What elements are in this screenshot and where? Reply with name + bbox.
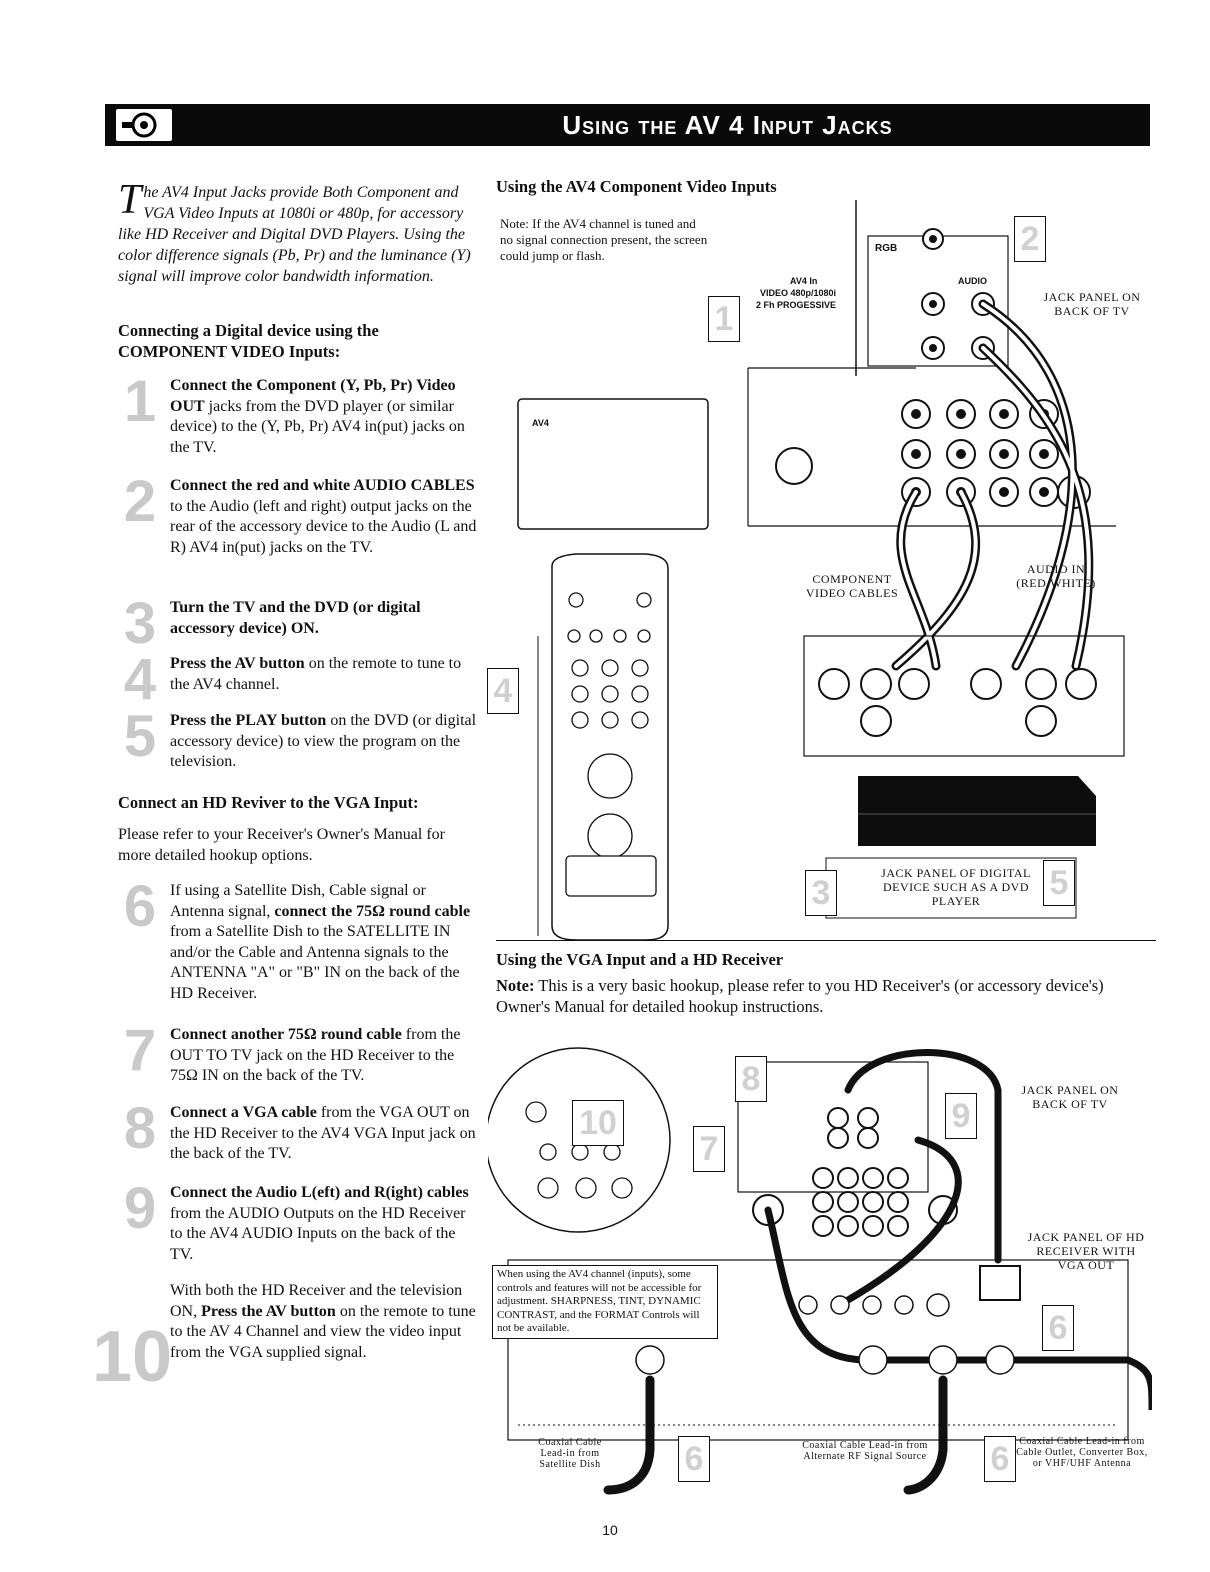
screen-av4-label: AV4 <box>532 418 549 428</box>
intro-dropcap: T <box>118 177 142 223</box>
jack-panel-tv-label-2: JACK PANEL ON BACK OF TV <box>1021 1083 1119 1111</box>
section-divider <box>496 940 1156 941</box>
step-text: Connect another 75Ω round cable from the… <box>170 1026 461 1084</box>
step-9: 9 Connect the Audio L(eft) and R(ight) c… <box>118 1179 480 1267</box>
callout-2: 2 <box>1014 216 1046 262</box>
vga-hookup-diagram <box>488 1047 1152 1495</box>
component-cables-label: COMPONENT VIDEO CABLES <box>805 572 899 600</box>
step-number: 1 <box>123 369 157 434</box>
step-number: 7 <box>123 1018 157 1083</box>
step-8: 8 Connect a VGA cable from the VGA OUT o… <box>118 1099 480 1167</box>
step-text: Connect a VGA cable from the VGA OUT on … <box>170 1104 476 1162</box>
step-number: 9 <box>123 1176 157 1241</box>
vga-heading: Connect an HD Reviver to the VGA Input: <box>118 793 419 812</box>
intro-text: he AV4 Input Jacks provide Both Componen… <box>118 184 471 285</box>
component-hookup-diagram <box>517 200 1125 940</box>
step-1: 1 Connect the Component (Y, Pb, Pr) Vide… <box>118 372 480 456</box>
callout-9: 9 <box>945 1093 977 1139</box>
step-2: 2 Connect the red and white AUDIO CABLES… <box>118 472 480 576</box>
callout-8: 8 <box>735 1056 767 1102</box>
callout-7: 7 <box>693 1126 725 1172</box>
step-text: Press the AV button on the remote to tun… <box>170 655 462 693</box>
progressive-label: 2 Fh PROGESSIVE <box>756 300 837 310</box>
warning-note-box: When using the AV4 channel (inputs), som… <box>492 1265 718 1339</box>
step-text: Press the PLAY button on the DVD (or dig… <box>170 712 477 770</box>
jack-panel-hd-label: JACK PANEL OF HD RECEIVER WITH VGA OUT <box>1027 1230 1145 1272</box>
callout-6b: 6 <box>984 1436 1016 1482</box>
step-text: With both the HD Receiver and the televi… <box>170 1282 476 1361</box>
video-spec-label: VIDEO 480p/1080i <box>760 288 837 298</box>
callout-10: 10 <box>572 1100 624 1146</box>
audio-label: AUDIO <box>958 276 987 286</box>
step-number: 4 <box>123 647 157 712</box>
av4in-label: AV4 In <box>790 276 818 286</box>
callout-3: 3 <box>805 870 837 916</box>
step-3: 3 Turn the TV and the DVD (or digital ac… <box>118 594 480 654</box>
intro-paragraph: T he AV4 Input Jacks provide Both Compon… <box>118 177 480 287</box>
step-6: 6 If using a Satellite Dish, Cable signa… <box>118 877 480 1011</box>
jack-panel-dvd-label: JACK PANEL OF DIGITAL DEVICE SUCH AS A D… <box>881 866 1031 908</box>
callout-5: 5 <box>1043 860 1075 906</box>
step-10: 10 With both the HD Receiver and the tel… <box>92 1281 480 1393</box>
note-av4-channel: Note: If the AV4 channel is tuned and no… <box>500 216 708 263</box>
step-number: 3 <box>123 591 157 656</box>
rgb-label: RGB <box>875 243 898 254</box>
vga-input-heading: Using the VGA Input and a HD Receiver <box>496 950 784 969</box>
step-4: 4 Press the AV button on the remote to t… <box>118 650 480 710</box>
av-input-icon <box>116 109 172 141</box>
step-number: 2 <box>123 469 157 534</box>
step-7: 7 Connect another 75Ω round cable from t… <box>118 1021 480 1089</box>
component-video-heading: Using the AV4 Component Video Inputs <box>496 177 777 196</box>
jack-panel-tv-label: JACK PANEL ON BACK OF TV <box>1043 290 1141 318</box>
step-text: Connect the Component (Y, Pb, Pr) Video … <box>170 377 465 456</box>
step-number: 8 <box>123 1096 157 1161</box>
step-text: Turn the TV and the DVD (or digital acce… <box>170 599 421 637</box>
step-text: Connect the red and white AUDIO CABLES t… <box>170 477 477 556</box>
header-bar <box>105 104 1150 146</box>
page-title: Using the AV 4 Input Jacks <box>562 110 893 140</box>
component-heading: Connecting a Digital device using the CO… <box>118 321 379 361</box>
coax-cable-label: Coaxial Cable Lead-in from Cable Outlet,… <box>1016 1436 1148 1469</box>
page-number: 10 <box>602 1522 618 1538</box>
step-number: 6 <box>123 874 157 939</box>
vga-intro: Please refer to your Receiver's Owner's … <box>118 826 445 864</box>
step-number: 10 <box>92 1317 173 1397</box>
step-text: If using a Satellite Dish, Cable signal … <box>170 882 471 1002</box>
step-number: 5 <box>123 704 157 769</box>
vga-note: Note: This is a very basic hookup, pleas… <box>496 976 1104 1016</box>
callout-1: 1 <box>708 296 740 342</box>
coax-satellite-label: Coaxial Cable Lead-in from Satellite Dis… <box>538 1437 602 1470</box>
step-text: Connect the Audio L(eft) and R(ight) cab… <box>170 1184 469 1263</box>
callout-4: 4 <box>487 668 519 714</box>
callout-6c: 6 <box>1042 1305 1074 1351</box>
step-5: 5 Press the PLAY button on the DVD (or d… <box>118 707 480 775</box>
coax-alternate-label: Coaxial Cable Lead-in from Alternate RF … <box>802 1440 928 1462</box>
audio-in-label: AUDIO IN (RED/WHITE) <box>1016 562 1096 590</box>
callout-6a: 6 <box>678 1436 710 1482</box>
